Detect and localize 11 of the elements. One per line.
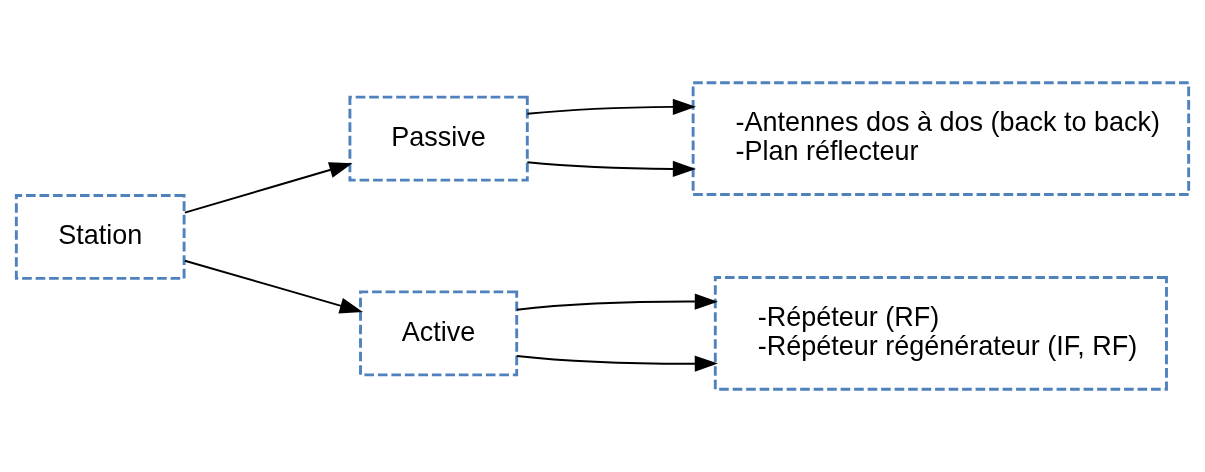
arrow (526, 98, 696, 115)
node-box: Passive (348, 95, 529, 182)
node-box: Station (14, 194, 186, 280)
arrow (526, 160, 696, 178)
arrow (183, 162, 353, 214)
node-box: -Répéteur (RF) -Répéteur régénérateur (IF, RF) (713, 276, 1168, 391)
node-box: -Antennes dos à dos (back to back) -Plan réflecteur (691, 81, 1191, 196)
arrow (515, 293, 718, 311)
arrow (515, 355, 718, 372)
node-box: Active (359, 290, 519, 377)
arrow (183, 259, 363, 314)
